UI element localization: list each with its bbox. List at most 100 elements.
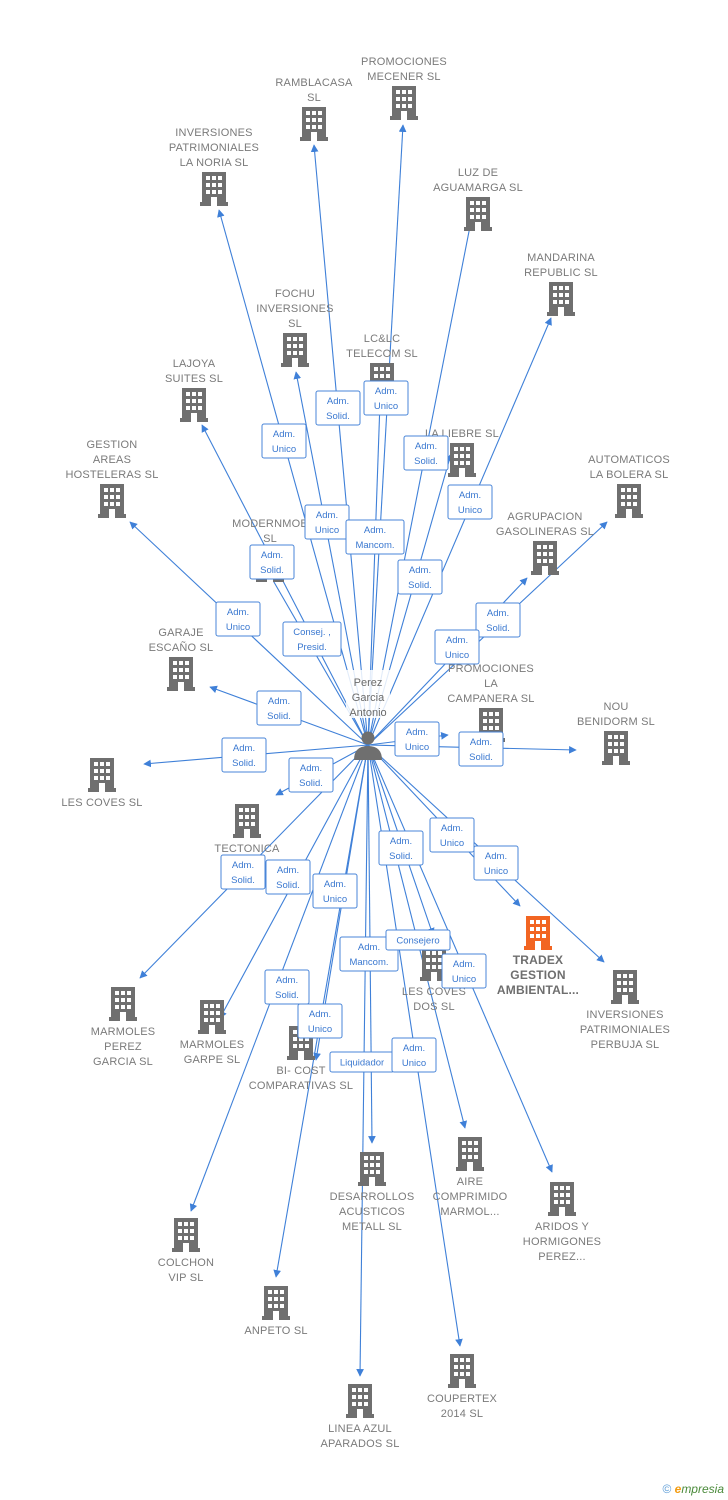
company-node-tradex-gestion-ambiental[interactable]: TRADEXGESTIONAMBIENTAL... xyxy=(497,916,579,997)
role-badge[interactable]: Adm.Unico xyxy=(363,380,409,416)
role-badge-text: Adm. xyxy=(273,429,295,440)
role-badge-text: Adm. xyxy=(441,823,463,834)
role-badge[interactable]: Consejero xyxy=(385,929,451,951)
role-badge-text: Adm. xyxy=(233,743,255,754)
role-badge-box xyxy=(434,629,480,665)
company-label-line: SL xyxy=(288,318,302,330)
company-label-line: MARMOL... xyxy=(440,1206,499,1218)
company-label-line: 2014 SL xyxy=(441,1408,483,1420)
company-label-line: MECENER SL xyxy=(367,71,441,83)
role-badge[interactable]: Adm.Unico xyxy=(441,953,487,989)
edge-to-mandarina-republic xyxy=(367,317,552,746)
role-badge[interactable]: Adm.Unico xyxy=(261,423,307,459)
role-badge[interactable]: Adm.Unico xyxy=(215,601,261,637)
building-icon xyxy=(524,916,552,950)
role-badge[interactable]: Adm.Solid. xyxy=(249,544,295,580)
role-badge[interactable]: Consej. ,Presid. xyxy=(282,621,342,657)
role-badge-text: Adm. xyxy=(277,865,299,876)
company-label-line: LES COVES xyxy=(402,986,466,998)
edge-to-ramblacasa xyxy=(310,144,369,746)
person-label-bg xyxy=(346,670,390,718)
role-badge-box xyxy=(441,953,487,989)
role-badge[interactable]: Adm.Solid. xyxy=(397,559,443,595)
role-badge[interactable]: Adm.Solid. xyxy=(221,737,267,773)
role-badge[interactable]: Adm.Solid. xyxy=(475,602,521,638)
company-node-les-coves[interactable]: LES COVES SL xyxy=(61,758,142,809)
role-badge-text: Adm. xyxy=(261,550,283,561)
role-badge-text: Adm. xyxy=(268,696,290,707)
role-badge[interactable]: Adm.Solid. xyxy=(264,969,310,1005)
role-badge-text: Unico xyxy=(405,742,429,753)
company-label-line: COMPRIMIDO xyxy=(433,1191,508,1203)
building-icon xyxy=(531,541,559,575)
role-badge[interactable]: Adm.Unico xyxy=(429,817,475,853)
role-badge[interactable]: Adm.Unico xyxy=(391,1037,437,1073)
role-badge[interactable]: Adm.Mancom. xyxy=(345,519,405,555)
role-badge-text: Adm. xyxy=(403,1043,425,1054)
role-badge[interactable]: Adm.Unico xyxy=(312,873,358,909)
role-badge-text: Solid. xyxy=(389,851,413,862)
role-badge-text: Solid. xyxy=(276,880,300,891)
building-icon xyxy=(98,484,126,518)
role-badge[interactable]: Adm.Unico xyxy=(447,484,493,520)
role-badge[interactable]: Adm.Solid. xyxy=(458,731,504,767)
building-icon xyxy=(281,333,309,367)
company-label-line: GASOLINERAS SL xyxy=(496,526,594,538)
role-badge[interactable]: Adm.Solid. xyxy=(378,830,424,866)
role-badge[interactable]: Liquidador xyxy=(329,1051,395,1073)
company-node-aridos-y-hormigones-perez[interactable]: ARIDOS YHORMIGONESPEREZ... xyxy=(523,1182,601,1263)
role-badge-box xyxy=(458,731,504,767)
role-badge[interactable]: Adm.Unico xyxy=(297,1003,343,1039)
role-badge-text: Adm. xyxy=(446,635,468,646)
company-label-line: ANPETO SL xyxy=(244,1325,307,1337)
role-badge-text: Adm. xyxy=(406,727,428,738)
company-label-line: DESARROLLOS xyxy=(330,1191,415,1203)
company-label-line: LES COVES SL xyxy=(61,797,142,809)
role-badge-text: Consej. , xyxy=(293,627,331,638)
company-node-anpeto[interactable]: ANPETO SL xyxy=(244,1286,307,1337)
company-label-line: GARAJE xyxy=(158,627,203,639)
company-label-line: GARPE SL xyxy=(184,1054,241,1066)
role-badge-text: Solid. xyxy=(408,580,432,591)
role-badge[interactable]: Adm.Unico xyxy=(473,845,519,881)
role-badge[interactable]: Adm.Solid. xyxy=(315,390,361,426)
role-badge[interactable]: Adm.Solid. xyxy=(403,435,449,471)
company-node-aire-comprimido-marmol[interactable]: AIRECOMPRIMIDOMARMOL... xyxy=(433,1137,508,1218)
role-badge[interactable]: Adm. Unico xyxy=(394,721,440,757)
role-badge[interactable]: Adm.Mancom. xyxy=(339,936,399,972)
role-badge-text: Adm. xyxy=(300,763,322,774)
role-badge-box xyxy=(265,859,311,895)
role-badge[interactable]: Adm.Solid. xyxy=(288,757,334,793)
role-badge[interactable]: Adm.Unico xyxy=(434,629,480,665)
role-badge[interactable]: Adm.Solid. xyxy=(220,854,266,890)
footer-brand[interactable]: © empresia xyxy=(662,1482,724,1496)
role-badge[interactable]: Adm. Solid. xyxy=(265,859,311,895)
role-badge[interactable]: Adm.Solid. xyxy=(256,690,302,726)
role-badge[interactable]: Adm.Unico xyxy=(304,504,350,540)
